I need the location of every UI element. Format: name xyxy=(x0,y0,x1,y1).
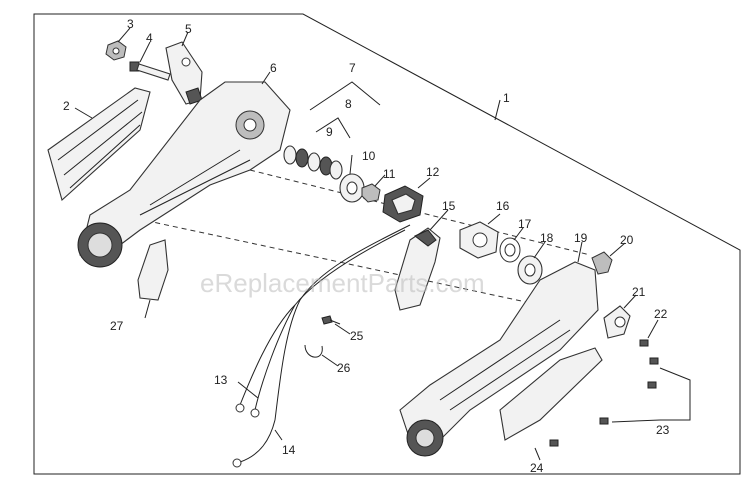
part-8-9-washer-stack xyxy=(283,145,343,180)
part-12-switch xyxy=(382,185,424,223)
callout-17: 17 xyxy=(518,217,532,231)
leader-lines xyxy=(74,27,691,461)
callout-12: 12 xyxy=(426,165,440,179)
callout-24: 24 xyxy=(530,461,544,475)
callout-2: 2 xyxy=(63,99,70,113)
watermark-text: eReplacementParts.com xyxy=(200,268,485,298)
part-5-latch xyxy=(165,41,203,105)
part-19-housing xyxy=(399,261,599,457)
callout-13: 13 xyxy=(214,373,228,387)
part-25-screw xyxy=(321,315,341,325)
callout-25: 25 xyxy=(350,329,364,343)
callout-6: 6 xyxy=(270,61,277,75)
assembly-frame xyxy=(33,13,741,475)
part-11-nut xyxy=(361,183,381,203)
part-24-cover xyxy=(499,347,603,441)
callout-19: 19 xyxy=(574,231,588,245)
callout-16: 16 xyxy=(496,199,510,213)
part-26-clip xyxy=(304,344,323,358)
callout-27: 27 xyxy=(110,319,124,333)
callout-10: 10 xyxy=(362,149,376,163)
callout-15: 15 xyxy=(442,199,456,213)
part-22-23-screws xyxy=(549,339,659,447)
callout-5: 5 xyxy=(185,22,192,36)
callout-labels: 1 2 3 4 5 6 7 8 9 10 11 12 13 14 15 16 1… xyxy=(63,17,670,475)
callout-9: 9 xyxy=(326,125,333,139)
part-4-bolt xyxy=(129,61,171,81)
callout-22: 22 xyxy=(654,307,668,321)
callout-26: 26 xyxy=(337,361,351,375)
callout-20: 20 xyxy=(620,233,634,247)
callout-21: 21 xyxy=(632,285,646,299)
callout-18: 18 xyxy=(540,231,554,245)
callout-8: 8 xyxy=(345,97,352,111)
part-10-bushing xyxy=(339,173,365,203)
callout-7: 7 xyxy=(349,61,356,75)
callout-23: 23 xyxy=(656,423,670,437)
part-21-clamp xyxy=(603,305,631,339)
part-18-washer xyxy=(517,255,543,285)
part-27-bracket xyxy=(137,239,169,301)
callout-14: 14 xyxy=(282,443,296,457)
part-17-gasket xyxy=(499,237,521,263)
callout-4: 4 xyxy=(146,31,153,45)
part-2-rail xyxy=(47,87,151,202)
part-13-14-wire-harness xyxy=(232,224,411,468)
callout-3: 3 xyxy=(127,17,134,31)
callout-1: 1 xyxy=(503,91,510,105)
callout-11: 11 xyxy=(383,167,396,181)
part-20-knob xyxy=(591,251,613,275)
part-3-nut xyxy=(105,40,127,61)
part-6-main-arm xyxy=(77,81,291,268)
part-16-connector xyxy=(459,221,499,259)
